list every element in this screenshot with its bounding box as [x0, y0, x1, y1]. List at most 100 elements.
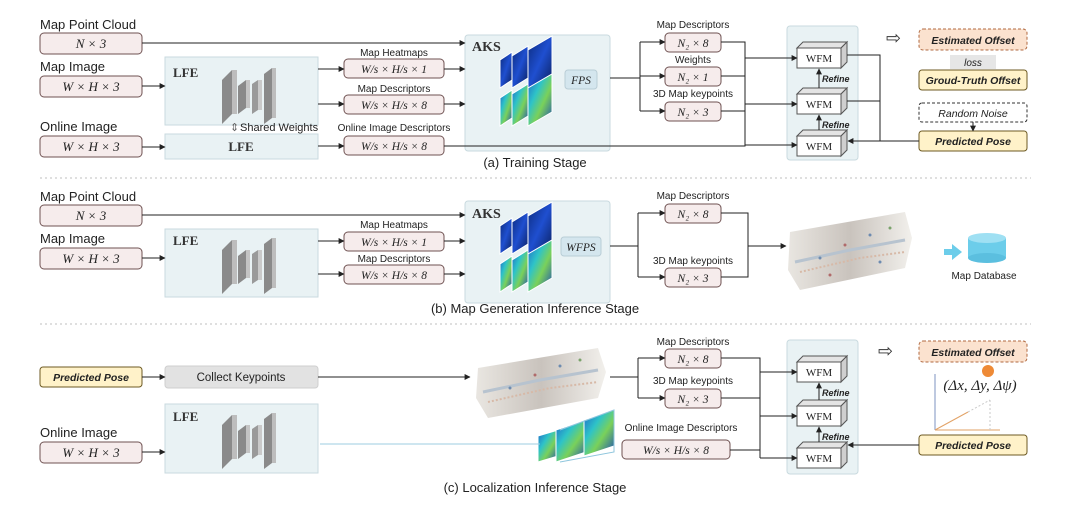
mapgen-lfe-label: LFE	[173, 233, 198, 248]
loc-lfe-label: LFE	[173, 409, 198, 424]
mapgen-heatmaps-dims: W/s × H/s × 1	[361, 237, 427, 249]
loc-online-descriptors-label: Online Image Descriptors	[625, 423, 738, 434]
mapgen-descriptors-dims: W/s × H/s × 8	[361, 270, 427, 282]
out-keypoints-label: 3D Map keypoints	[653, 89, 733, 100]
map-point-cloud-label: Map Point Cloud	[40, 17, 136, 32]
out-descriptors-dims: N₂ × 8	[677, 38, 709, 50]
loss-box	[950, 55, 996, 69]
mapgen-out-keypoints-dims: N₂ × 3	[677, 273, 709, 285]
out-weights-label: Weights	[675, 55, 711, 66]
svg-text:WFM: WFM	[806, 53, 833, 65]
training-caption: (a) Training Stage	[483, 155, 586, 170]
svg-text:WFM: WFM	[806, 99, 833, 111]
shared-weights-label: Shared Weights	[240, 122, 319, 134]
gt-offset-box	[918, 69, 1028, 91]
online-feature-map-icon	[320, 409, 615, 463]
map-descriptors-dims: W/s × H/s × 8	[361, 100, 427, 112]
loc-predicted-pose-in-label: Predicted Pose	[53, 372, 129, 384]
refine-label-2: Refine	[822, 120, 850, 130]
map-point-cloud-dims: N × 3	[75, 36, 107, 51]
loc-predicted-pose-out-label: Predicted Pose	[935, 440, 1011, 452]
wfm-block-1: WFM	[795, 40, 849, 70]
mapgen-point-cloud-label: Map Point Cloud	[40, 189, 136, 204]
loc-online-image-label: Online Image	[40, 425, 117, 440]
lfe-top-label: LFE	[173, 65, 198, 80]
loc-estimated-offset-label: Estimated Offset	[931, 347, 1015, 359]
loc-out-keypoints-label: 3D Map keypoints	[653, 376, 733, 387]
loss-label: loss	[964, 58, 982, 69]
mapgen-out-keypoints-label: 3D Map keypoints	[653, 256, 733, 267]
estimated-offset-label: Estimated Offset	[931, 35, 1015, 47]
lfe-bottom-label: LFE	[228, 139, 253, 154]
out-descriptors-label: Map Descriptors	[657, 20, 730, 31]
online-image-label: Online Image	[40, 119, 117, 134]
online-descriptors-label: Online Image Descriptors	[338, 123, 451, 134]
mapgen-encoder-icon	[222, 238, 276, 294]
localization-stage: Predicted Pose Collect Keypoints LFE Onl…	[39, 337, 1028, 495]
out-weights-dims: N₂ × 1	[677, 72, 709, 84]
loc-refine-label-2: Refine	[822, 432, 850, 442]
pose-axes-icon	[934, 365, 1000, 431]
loc-implies-arrow-icon: ⇨	[878, 341, 893, 361]
map-heatmaps-dims: W/s × H/s × 1	[361, 64, 427, 76]
random-noise-label: Random Noise	[938, 108, 1008, 120]
mapgen-map-image-dims: W × H × 3	[62, 251, 120, 266]
online-image-dims: W × H × 3	[62, 139, 120, 154]
loc-online-descriptors-dims: W/s × H/s × 8	[643, 445, 709, 457]
svg-text:WFM: WFM	[806, 141, 833, 153]
wfm-block-2: WFM	[795, 86, 849, 116]
fps-box	[564, 69, 598, 90]
database-icon	[968, 233, 1006, 263]
training-connectors	[142, 39, 976, 150]
gt-offset-label: Groud-Truth Offset	[926, 75, 1021, 87]
localization-caption: (c) Localization Inference Stage	[444, 480, 627, 495]
collect-keypoints-label: Collect Keypoints	[197, 372, 286, 384]
offset-formula: (Δx, Δy, Δψ)	[943, 378, 1016, 394]
out-keypoints-dims: N₂ × 3	[677, 107, 709, 119]
mapgen-stage: Map Point Cloud N × 3 Map Image W × H × …	[39, 189, 1017, 316]
loc-estimated-offset-box	[918, 340, 1028, 363]
mapgen-connectors	[142, 210, 787, 280]
mapgen-aks-label: AKS	[472, 207, 501, 222]
map-image-dims: W × H × 3	[62, 79, 120, 94]
map-descriptors-label: Map Descriptors	[358, 84, 431, 95]
mapgen-descriptors-label: Map Descriptors	[358, 254, 431, 265]
localization-connectors	[142, 355, 919, 461]
wfps-box	[560, 236, 602, 257]
map-image-label: Map Image	[40, 59, 105, 74]
loc-refine-label-1: Refine	[822, 388, 850, 398]
loc-out-keypoints-dims: N₂ × 3	[677, 394, 709, 406]
fps-label: FPS	[570, 75, 591, 87]
svg-text:WFM: WFM	[806, 411, 833, 423]
refine-label-1: Refine	[822, 74, 850, 84]
training-stage: Map Point Cloud N × 3 Map Image W × H × …	[39, 17, 1028, 170]
loc-encoder-icon	[222, 413, 276, 469]
wfm-block-3: WFM	[795, 128, 849, 158]
loc-out-descriptors-label: Map Descriptors	[657, 337, 730, 348]
mapgen-caption: (b) Map Generation Inference Stage	[431, 301, 639, 316]
svg-text:WFM: WFM	[806, 453, 833, 465]
mapgen-heatmap-stack-icon	[499, 201, 553, 293]
map-database-label: Map Database	[951, 271, 1016, 282]
loc-wfm-block-2: WFM	[795, 398, 849, 428]
loc-online-image-dims: W × H × 3	[62, 445, 120, 460]
heatmap-stack-icon	[499, 35, 553, 127]
lfe-panel-bottom	[164, 133, 319, 160]
wfps-label: WFPS	[566, 242, 596, 254]
database-arrow-icon	[944, 244, 962, 260]
mapgen-map-image-label: Map Image	[40, 231, 105, 246]
loc-wfm-block-1: WFM	[795, 354, 849, 384]
loc-wfm-block-3: WFM	[795, 440, 849, 470]
estimated-offset-box	[918, 28, 1028, 51]
loc-out-descriptors-dims: N₂ × 8	[677, 354, 709, 366]
mapgen-out-descriptors-label: Map Descriptors	[657, 191, 730, 202]
shared-weights-icon: ⇕	[230, 122, 239, 134]
mapgen-out-descriptors-dims: N₂ × 8	[677, 209, 709, 221]
predicted-pose-label: Predicted Pose	[935, 136, 1011, 148]
mapgen-point-cloud-dims: N × 3	[75, 208, 107, 223]
loc-point-cloud-image	[476, 348, 606, 418]
online-descriptors-dims: W/s × H/s × 8	[361, 141, 427, 153]
svg-text:WFM: WFM	[806, 367, 833, 379]
